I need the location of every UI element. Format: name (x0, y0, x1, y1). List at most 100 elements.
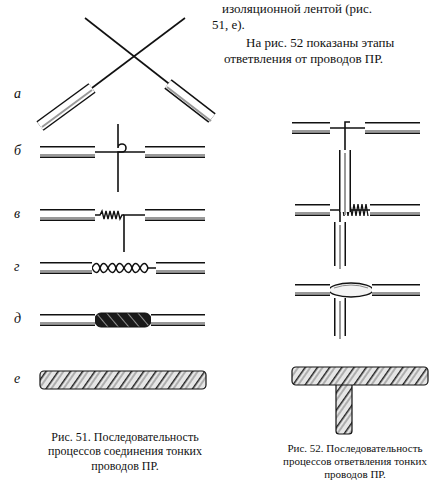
wire-insulation (372, 290, 420, 293)
wire-insulation (295, 290, 330, 293)
wire-insulation (370, 206, 420, 215)
wire-insulation (40, 217, 95, 219)
wire-insulation (365, 130, 420, 132)
taped-branch (292, 367, 428, 385)
wire-insulation (292, 130, 330, 132)
wire-insulation (156, 264, 205, 273)
wire-insulation (40, 262, 92, 274)
wire-insulation (145, 154, 205, 156)
figure-letter: б (14, 143, 21, 160)
wire-insulation (145, 152, 205, 155)
wire-insulation (339, 225, 341, 269)
wire-insulation (340, 298, 341, 339)
taped-joint (40, 371, 206, 389)
soldered-joint (95, 313, 151, 327)
branch-wire-step-3 (334, 285, 368, 288)
body-text: 51, е). (212, 17, 245, 33)
wire-insulation (40, 320, 95, 323)
figure-letter: е (14, 371, 20, 388)
figure-letter: д (14, 311, 21, 328)
body-text: На рис. 52 показаны этапы (246, 35, 394, 51)
wire-insulation (340, 222, 341, 269)
crossed-wires (42, 90, 92, 127)
wire-insulation (344, 153, 346, 215)
wire-insulation (145, 215, 205, 218)
wire-insulation (40, 316, 95, 325)
hooked-wires (95, 124, 126, 152)
figure-letter: г (14, 259, 19, 276)
wire-insulation (40, 154, 95, 156)
wire-insulation (292, 128, 420, 339)
wire-insulation (295, 212, 330, 214)
twisted-wires (92, 264, 148, 273)
hooked-wires (118, 152, 145, 192)
crossed-wires (167, 87, 211, 121)
wire-insulation (295, 292, 330, 294)
wound-wires (95, 211, 145, 252)
wire-insulation (365, 128, 420, 131)
wire-insulation (40, 268, 92, 271)
wire-insulation (292, 124, 330, 133)
wire-insulation (40, 211, 95, 220)
wound-wires (95, 211, 124, 219)
wire-insulation (295, 210, 330, 213)
wire-insulation (145, 211, 205, 220)
wire-insulation (151, 322, 205, 324)
figure-letter: в (14, 206, 20, 223)
wire-insulation (145, 209, 205, 221)
wire-insulation (295, 284, 330, 296)
figure-caption: Рис. 52. Последовательность процессов от… (280, 442, 430, 482)
crossed-wires (168, 84, 212, 118)
crossed-wires (40, 88, 92, 126)
twisted-wires (92, 264, 156, 273)
crossed-wires (168, 84, 212, 118)
wire-insulation (372, 292, 420, 294)
branch-wire-step-1 (330, 127, 365, 129)
wire-insulation (295, 206, 330, 215)
wire-insulation (370, 210, 420, 213)
wire-insulation (345, 150, 346, 215)
branch-wire-step-1 (345, 122, 350, 150)
taped-joint (40, 371, 206, 389)
figure-caption: Рис. 51. Последовательность процессов со… (34, 430, 216, 473)
wire-insulation (151, 314, 205, 326)
branch-wire-step-1 (330, 122, 365, 150)
figure-letter: а (14, 86, 21, 103)
wire-insulation (40, 215, 95, 218)
wire-insulation (40, 264, 92, 273)
wire-insulation (151, 316, 205, 325)
wire-insulation (40, 270, 92, 272)
branch-wire-step-3 (329, 283, 373, 297)
taped-branch (336, 378, 352, 434)
wire-insulation (365, 122, 420, 134)
wire-insulation (370, 204, 420, 216)
wire-insulation (151, 320, 205, 323)
wound-wires (124, 215, 145, 252)
hooked-wires (95, 124, 145, 192)
wire-insulation (40, 148, 95, 157)
wire-insulation (339, 301, 341, 339)
wire-insulation (370, 212, 420, 214)
wire-insulation (145, 217, 205, 219)
soldered-joint (95, 313, 151, 327)
wire-insulation (295, 286, 330, 295)
wire-insulation (40, 146, 95, 158)
wire-insulation (40, 322, 95, 324)
crossed-wires (40, 18, 212, 127)
twisted-wires (92, 264, 156, 273)
wire-insulation (40, 152, 205, 323)
wire-insulation (372, 286, 420, 295)
crossed-wires (40, 88, 92, 126)
taped-branch (292, 367, 428, 434)
wire-insulation (156, 262, 205, 274)
wire-insulation (40, 209, 95, 221)
wire-insulation (372, 284, 420, 296)
wire-insulation (292, 122, 330, 134)
wire-insulation (292, 128, 330, 131)
wire-insulation (40, 314, 95, 326)
wire-insulation (365, 124, 420, 133)
branch-wire-step-3 (329, 283, 373, 297)
body-text: ответвления от проводов ПР. (224, 51, 383, 67)
